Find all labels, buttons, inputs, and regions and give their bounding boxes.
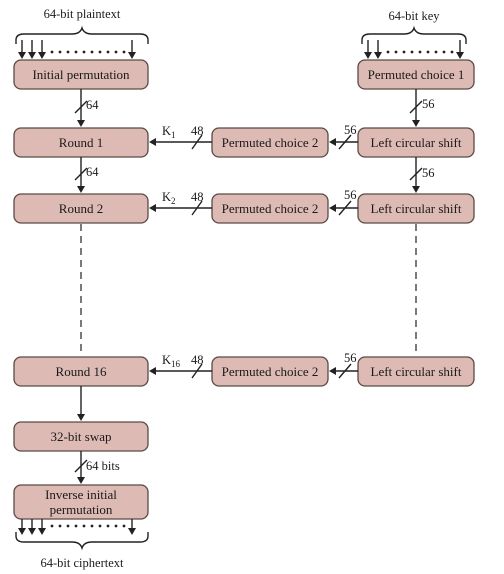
- plaintext-label: 64-bit plaintext: [44, 7, 121, 21]
- shift2-to-pc2-bits: 56: [344, 188, 357, 202]
- inverse-permutation-label-line2: permutation: [50, 502, 113, 517]
- pc2-label-2: Permuted choice 2: [222, 201, 319, 216]
- shift1-to-shift2-arrow: [409, 157, 423, 193]
- pc2-label-16: Permuted choice 2: [222, 364, 319, 379]
- key-label: 64-bit key: [388, 9, 440, 23]
- k1-arrow: [149, 134, 212, 150]
- k1-label: K1: [162, 124, 176, 140]
- shift-label-2: Left circular shift: [371, 201, 462, 216]
- k16-bits: 48: [191, 353, 204, 367]
- ip-out-bits: 64: [86, 98, 99, 112]
- round16-to-swap-arrow: [77, 386, 85, 421]
- swap-out-bits: 64 bits: [86, 459, 120, 473]
- inverse-permutation-label-line1: Inverse initial: [45, 487, 117, 502]
- shift1-out-bits: 56: [422, 166, 435, 180]
- k2-subscript: 2: [171, 196, 176, 206]
- round1-to-round2-arrow: [74, 157, 88, 193]
- shift1-to-pc2-bits: 56: [344, 123, 357, 137]
- k1-subscript: 1: [171, 130, 176, 140]
- k2-base: K: [162, 190, 171, 204]
- round16-label: Round 16: [56, 364, 107, 379]
- key-brace: [361, 25, 467, 44]
- plaintext-input-arrows: [18, 40, 136, 59]
- ciphertext-output-arrows: [18, 519, 136, 535]
- k16-subscript: 16: [171, 359, 181, 369]
- shift16-to-pc2-arrow: [329, 363, 358, 379]
- initial-permutation-label: Initial permutation: [32, 67, 130, 82]
- ciphertext-brace: [15, 532, 149, 551]
- pc2-label-1: Permuted choice 2: [222, 135, 319, 150]
- round1-label: Round 1: [59, 135, 103, 150]
- k2-label: K2: [162, 190, 176, 206]
- k16-base: K: [162, 353, 171, 367]
- swap-label: 32-bit swap: [50, 429, 111, 444]
- ciphertext-label: 64-bit ciphertext: [41, 556, 124, 570]
- shift16-to-pc2-bits: 56: [344, 351, 357, 365]
- k1-bits: 48: [191, 124, 204, 138]
- plaintext-brace: [15, 25, 149, 44]
- pc1-to-shift1-arrow: [409, 89, 423, 127]
- pc1-label: Permuted choice 1: [368, 67, 465, 82]
- round1-out-bits: 64: [86, 165, 99, 179]
- round2-box: [13, 193, 149, 224]
- round2-label: Round 2: [59, 201, 103, 216]
- k16-arrow: [149, 363, 212, 379]
- pc1-out-bits: 56: [422, 97, 435, 111]
- shift-label-16: Left circular shift: [371, 364, 462, 379]
- ip-to-round1-arrow: [74, 89, 88, 127]
- swap-to-inverse-arrow: [74, 451, 88, 484]
- k1-base: K: [162, 124, 171, 138]
- k2-arrow: [149, 200, 212, 216]
- shift-label-1: Left circular shift: [371, 135, 462, 150]
- inverse-permutation-box: [13, 484, 149, 520]
- k16-label: K16: [162, 353, 181, 369]
- key-input-arrows: [364, 40, 464, 59]
- k2-bits: 48: [191, 190, 204, 204]
- shift1-to-pc2-arrow: [329, 134, 358, 150]
- shift2-to-pc2-arrow: [329, 200, 358, 216]
